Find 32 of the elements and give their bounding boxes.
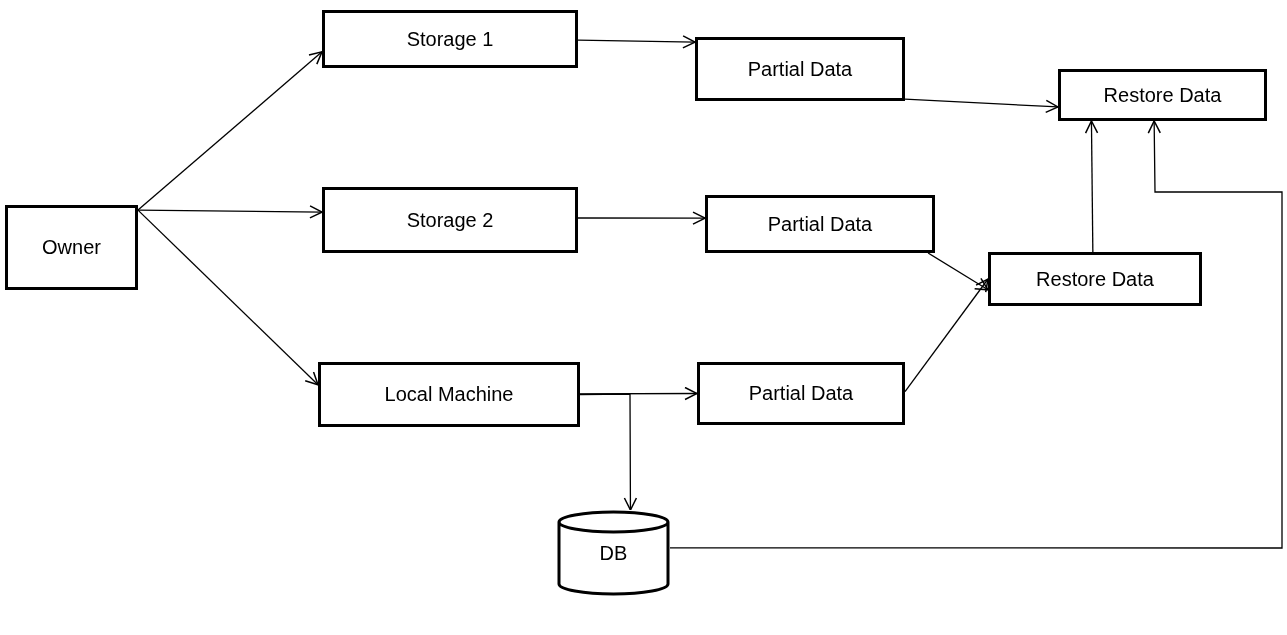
process-box bbox=[705, 195, 935, 253]
process-box bbox=[322, 187, 578, 253]
node-label: DB bbox=[599, 540, 628, 566]
process-box bbox=[695, 37, 905, 101]
arrow bbox=[137, 51, 323, 211]
node-label: Storage 1 bbox=[406, 26, 494, 52]
node-label: Partial Data bbox=[748, 381, 854, 406]
process-box bbox=[988, 252, 1202, 306]
arrow bbox=[927, 252, 989, 291]
arrow bbox=[577, 35, 696, 49]
node-label: Local Machine bbox=[384, 382, 514, 407]
node-label: Restore Data bbox=[1103, 82, 1222, 108]
arrow bbox=[577, 211, 706, 225]
node-label: Partial Data bbox=[747, 56, 853, 82]
node-label: Owner bbox=[42, 235, 101, 260]
arrow bbox=[904, 278, 989, 393]
node-label: Partial Data bbox=[767, 211, 873, 237]
arrow bbox=[1084, 120, 1099, 253]
arrow bbox=[669, 120, 1283, 549]
arrow bbox=[137, 209, 319, 386]
node-label: Restore Data bbox=[1036, 266, 1154, 292]
process-box bbox=[1058, 69, 1267, 121]
node-label: Storage 2 bbox=[406, 207, 494, 233]
process-box bbox=[318, 362, 580, 427]
arrow bbox=[579, 393, 638, 511]
process-box bbox=[697, 362, 905, 425]
process-box bbox=[5, 205, 138, 290]
arrow bbox=[904, 98, 1059, 114]
arrow bbox=[137, 205, 323, 219]
database-cylinder bbox=[557, 510, 670, 596]
arrow bbox=[579, 386, 698, 401]
process-box bbox=[322, 10, 578, 68]
